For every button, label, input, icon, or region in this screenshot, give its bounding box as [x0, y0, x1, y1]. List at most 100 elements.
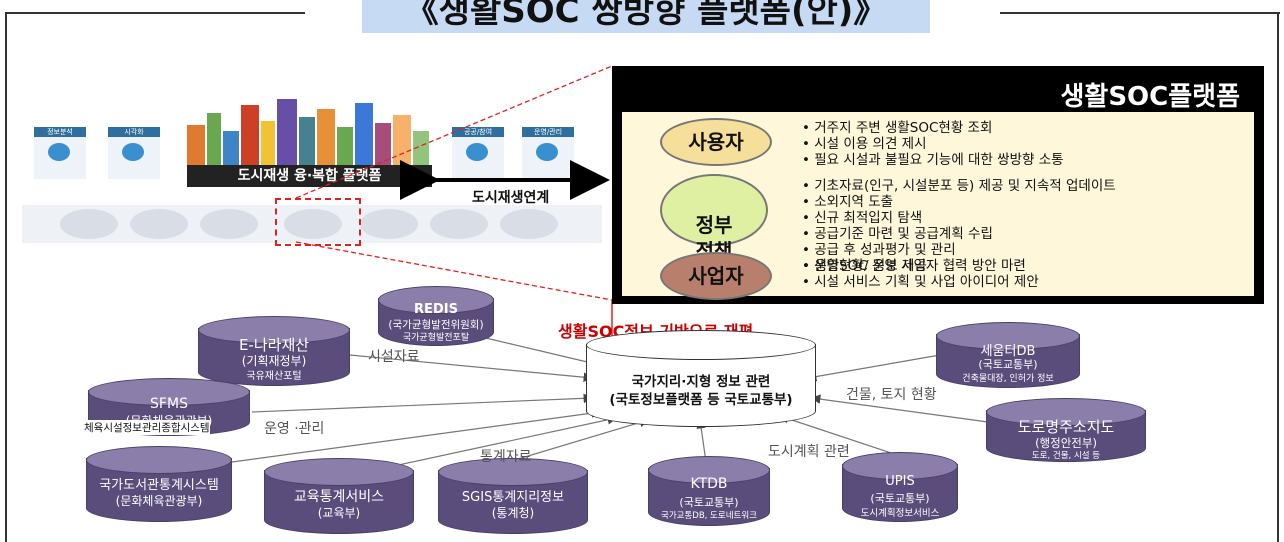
- db-arrow: [778, 414, 901, 457]
- module-item: [360, 209, 418, 239]
- red-dash-line: [295, 65, 613, 199]
- db-enara: E-나라재산 (기획재정부) 국유재산포털: [198, 316, 350, 386]
- title-line-right: [1000, 12, 1280, 14]
- db-sub: 국가균형발전포탈: [402, 333, 470, 343]
- edge-label-building: 건물, 토지 현황: [846, 387, 937, 403]
- module-item: [130, 209, 188, 239]
- analytics-icon: [48, 143, 70, 161]
- center-hub: 국가지리·지형 정보 관련 (국토정보플랫폼 등 국토교통부): [586, 330, 816, 428]
- db-name: KTDB: [690, 476, 728, 492]
- urban-platform-image: 정보분석 시각화 공공/참여 운영/관리 도시재생 융·복합 플랫폼: [22, 95, 612, 246]
- db-arrow: [696, 418, 707, 463]
- db-sgis: SGIS통계지리정보 (통계청): [438, 458, 588, 534]
- user-items: 거주지 주변 생활SOC현황 조회 시설 이용 의견 제시 필요 시설과 불필요…: [802, 120, 1064, 168]
- module-item: [200, 209, 258, 239]
- role-operator: 사업자: [660, 252, 772, 300]
- db-ktdb: KTDB (국토교통부) 국가교통DB, 도로네트워크: [648, 456, 770, 526]
- db-org: (기획재정부): [241, 354, 307, 368]
- db-sub: 도시계획정보서비스: [860, 508, 940, 519]
- db-redis: REDIS (국가균형발전위원회) 국가균형발전포탈: [378, 286, 494, 346]
- hub-line2: (국토정보플랫폼 등 국토교통부): [609, 392, 793, 408]
- edge-label-urban-plan: 도시계획 관련: [768, 444, 850, 460]
- db-upis: UPIS (국토교통부) 도시계획정보서비스: [842, 452, 958, 522]
- city-skyline-icon: [187, 99, 429, 167]
- db-arrow: [231, 408, 602, 463]
- icon-label: 운영/관리: [522, 127, 574, 137]
- db-sub: 건축물대장, 인허가 정보: [962, 374, 1054, 384]
- db-sub: 국유재산포털: [246, 371, 302, 382]
- bullet-item: 시설 서비스 기획 및 사업 아이디어 제안: [802, 274, 1038, 290]
- db-road: 도로명주소지도 (행정안전부) 도로, 건물, 시설 등: [986, 398, 1146, 462]
- edge-label-ops: 운영 ·관리: [264, 421, 325, 437]
- db-name: SFMS: [150, 396, 188, 412]
- visualization-icon: [122, 143, 144, 161]
- bullet-item: 생활SOC 운영 사업자 협력 방안 마련: [802, 258, 1039, 274]
- edge-label-facility: 시설자료: [368, 349, 420, 365]
- module-item: [284, 209, 342, 239]
- hub-top: [586, 330, 816, 360]
- db-top: [88, 378, 250, 406]
- db-org: (행정안전부): [1035, 436, 1097, 450]
- bullet-item: 공급 후 성과평가 및 관리: [802, 242, 1116, 258]
- db-org: (문화체육관광부): [115, 494, 203, 508]
- module-item: [500, 209, 558, 239]
- db-top: [936, 322, 1080, 350]
- role-government: 정부 정책: [660, 174, 768, 263]
- bullet-item: 기초자료(인구, 시설분포 등) 제공 및 지속적 업데이트: [802, 178, 1115, 194]
- db-org: (국토교통부): [679, 496, 739, 509]
- bullet-item: 소외지역 도출: [802, 194, 1116, 210]
- module-item: [430, 209, 488, 239]
- participation-icon: [466, 143, 488, 161]
- icon-label: 정보분석: [34, 127, 86, 137]
- bullet-item: 시설 이용 의견 제시: [802, 136, 1064, 152]
- icon-label: 공공/참여: [452, 127, 504, 137]
- db-sub: 국가교통DB, 도로네트워크: [661, 511, 757, 521]
- db-top: [378, 286, 494, 314]
- bullet-item: 필요 시설과 불필요 기능에 대한 쌍방향 소통: [802, 152, 1063, 168]
- icon-block-visual: 시각화: [108, 127, 160, 179]
- db-arrow: [806, 354, 941, 382]
- db-arrow: [251, 393, 594, 413]
- title-line-left: [5, 12, 305, 14]
- db-top: [264, 458, 414, 486]
- icon-label: 시각화: [108, 127, 160, 137]
- hub-line1: 국가지리·지형 정보 관련: [631, 374, 771, 390]
- db-name: 세움터DB: [980, 344, 1036, 359]
- db-top: [648, 456, 770, 484]
- db-arrow: [507, 417, 650, 463]
- panel-body: 사용자 정부 정책 사업자 거주지 주변 생활SOC현황 조회 시설 이용 의견…: [622, 112, 1254, 300]
- db-org: (교육부): [317, 506, 361, 520]
- edge-label-stats: 통계자료: [480, 449, 532, 465]
- gear-icon: [536, 143, 558, 161]
- operator-items: 생활SOC 운영 사업자 협력 방안 마련 시설 서비스 기획 및 사업 아이디…: [802, 258, 1039, 290]
- db-sfms-sub: 체육시설정보관리종합시스템: [84, 420, 210, 435]
- urban-platform-label: 도시재생 융·복합 플랫폼: [187, 165, 432, 187]
- highlight-box: [275, 198, 361, 246]
- db-edu: 교육통계서비스 (교육부): [264, 458, 414, 534]
- db-sfms: SFMS (문화체육관광부): [88, 378, 250, 436]
- db-seumteo: 세움터DB (국토교통부) 건축물대장, 인허가 정보: [936, 322, 1080, 388]
- bullet-item: 신규 최적입지 탐색: [802, 210, 1116, 226]
- db-top: [986, 398, 1146, 426]
- red-dash-line: [295, 241, 613, 301]
- role-label: 사업자: [688, 264, 744, 288]
- db-library: 국가도서관통계시스템 (문화체육관광부): [86, 446, 232, 522]
- db-top: [438, 458, 588, 486]
- db-name: UPIS: [885, 474, 915, 489]
- db-name: 교육통계서비스: [293, 489, 385, 505]
- role-label: 사용자: [688, 130, 744, 154]
- frame-left: [5, 12, 7, 542]
- module-item: [60, 209, 118, 239]
- db-name: REDIS: [414, 302, 458, 317]
- db-name: 도로명주소지도: [1017, 418, 1115, 436]
- db-name: SGIS통계지리정보: [461, 490, 565, 505]
- icon-block-info: 정보분석: [34, 127, 86, 179]
- db-top: [842, 452, 958, 480]
- db-arrow: [349, 354, 594, 382]
- page-title: 《생활SOC 쌍방향 플랫폼(안)》: [362, 0, 930, 33]
- db-org: (국토교통부): [978, 358, 1038, 371]
- panel-title: 생활SOC플랫폼: [1060, 82, 1240, 112]
- db-top: [198, 316, 350, 344]
- frame-right: [1277, 12, 1279, 542]
- db-sub: 도로, 건물, 시설 등: [1031, 451, 1101, 461]
